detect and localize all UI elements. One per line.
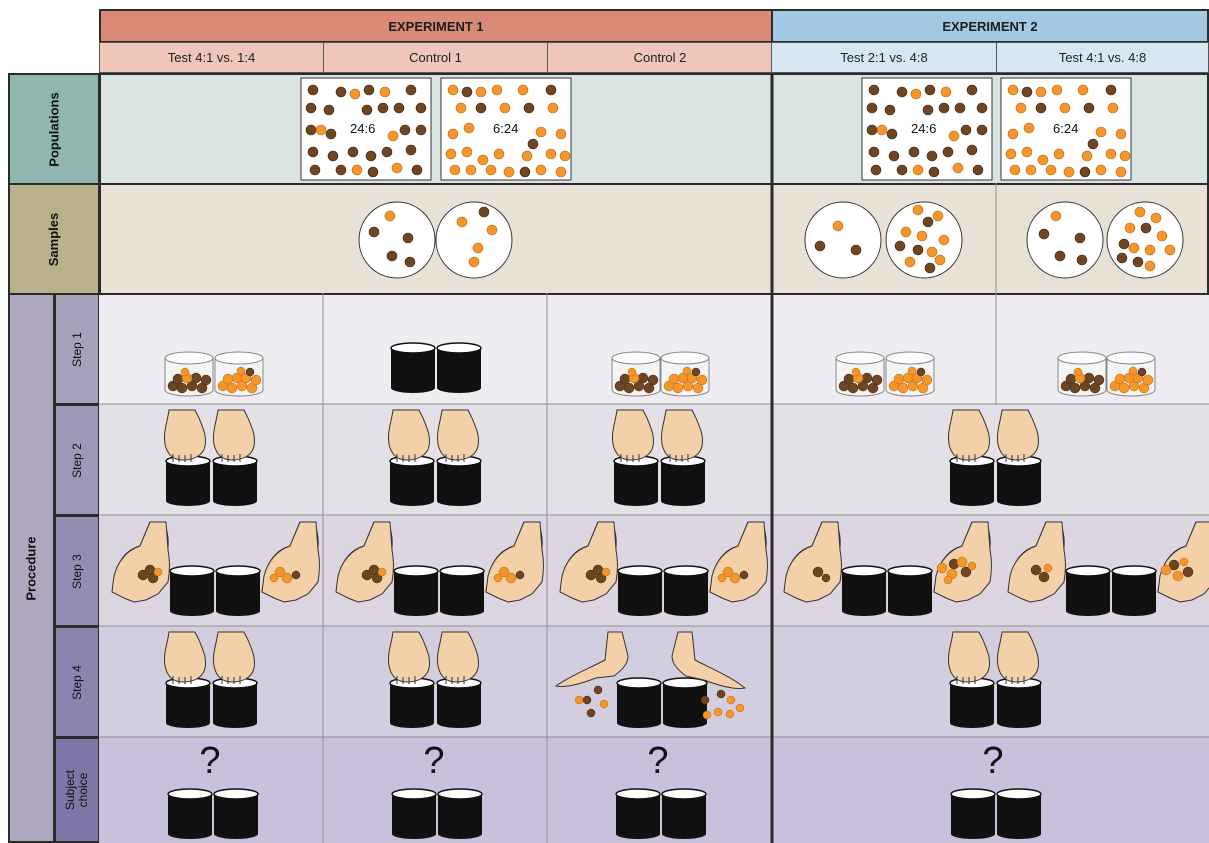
question-mark-4: ? xyxy=(953,740,1033,783)
question-mark-3: ? xyxy=(618,740,698,783)
question-mark-2: ? xyxy=(394,740,474,783)
question-mark-1: ? xyxy=(170,740,250,783)
